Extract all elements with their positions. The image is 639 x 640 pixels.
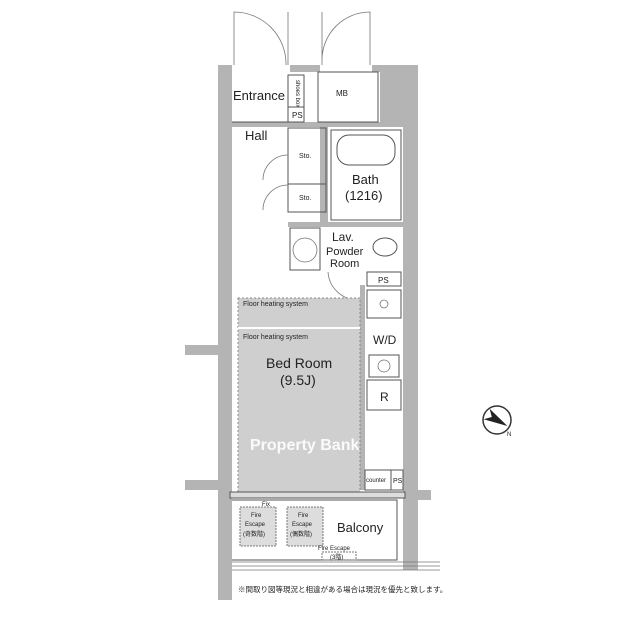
- fire-escape-even-label: Escape: [292, 522, 313, 528]
- storage-2: [287, 183, 327, 213]
- ps-top: [287, 106, 305, 123]
- window-sash: [229, 491, 406, 499]
- balcony-label: Balcony: [337, 520, 384, 535]
- storage-1-label: Sto.: [299, 153, 312, 160]
- counter-label: counter: [366, 478, 386, 484]
- ps-mid: [366, 271, 402, 287]
- fix-label: Fix: [262, 502, 270, 508]
- mb-label: MB: [336, 89, 348, 98]
- entrance-label: Entrance: [233, 88, 285, 103]
- walls: [185, 65, 431, 600]
- shoes-box-label: shoes box: [294, 80, 300, 107]
- compass-label: N: [507, 432, 511, 438]
- powder-room-label: Room: [330, 258, 359, 270]
- fire-escape-odd-floor: (奇数階): [243, 530, 265, 538]
- floor-heating-label-2: Floor heating system: [243, 334, 308, 341]
- fire-escape-odd: Fire Escape (奇数階): [239, 506, 277, 547]
- lav-label: Lav.: [332, 230, 354, 244]
- ps-mid-label: PS: [378, 276, 389, 285]
- fire-escape-even: Fire Escape (偶数階): [286, 506, 324, 547]
- hall-label: Hall: [245, 128, 268, 143]
- fire-escape-3f-floor: (3階): [330, 553, 343, 561]
- storage-2-label: Sto.: [299, 195, 312, 202]
- bath: [330, 129, 402, 221]
- fridge-space: [366, 379, 402, 411]
- sink-icon: [366, 289, 402, 319]
- fire-escape-even-label: Fire: [298, 513, 309, 519]
- washbasin-icon: [289, 227, 321, 271]
- ps-top-label: PS: [292, 111, 303, 120]
- bedroom-floor: [237, 297, 361, 494]
- wd-label: W/D: [373, 333, 397, 347]
- entrance-doors: [233, 11, 371, 66]
- fire-escape-3f-label: Fire Escape: [318, 546, 351, 552]
- powder-label: Powder: [326, 246, 364, 258]
- ps-bottom: [390, 469, 404, 491]
- bathtub-icon: [336, 134, 396, 166]
- floor-heating-label-1: Floor heating system: [243, 301, 308, 308]
- mb-box: [317, 71, 379, 123]
- fire-escape-even-floor: (偶数階): [290, 530, 312, 538]
- watermark: Property Bank: [250, 437, 359, 454]
- toilet-icon: [372, 237, 398, 257]
- bedroom-size: (9.5J): [280, 372, 316, 388]
- balcony-railing: [232, 561, 440, 571]
- bath-label: Bath: [352, 172, 379, 187]
- fridge-label: R: [380, 390, 389, 404]
- compass-icon: N: [482, 405, 512, 438]
- bedroom-label: Bed Room: [266, 355, 332, 371]
- fire-escape-odd-label: Fire: [251, 513, 262, 519]
- disclaimer-note: ※間取り図等現況と相違がある場合は現況を優先と致します。: [238, 584, 447, 594]
- bath-size: (1216): [345, 188, 383, 203]
- fire-escape-odd-label: Escape: [245, 522, 266, 528]
- stove-icon: [368, 354, 400, 378]
- ps-bottom-label: PS: [393, 478, 403, 485]
